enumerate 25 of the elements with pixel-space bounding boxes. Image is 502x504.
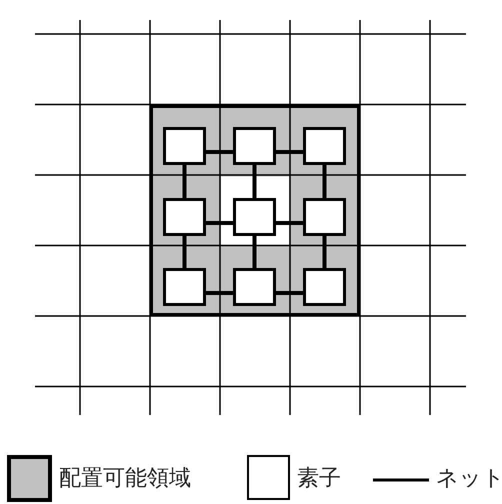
- element-square: [233, 268, 276, 306]
- net-line: [206, 221, 233, 225]
- net-line: [206, 150, 233, 154]
- element-square: [303, 198, 346, 236]
- net-line: [252, 165, 256, 198]
- element-square: [303, 268, 346, 306]
- net-line: [276, 221, 303, 225]
- placement-region: [150, 104, 360, 316]
- net-line: [252, 236, 256, 268]
- net-line: [182, 165, 186, 198]
- net-line: [276, 291, 303, 295]
- net-line: [322, 165, 326, 198]
- net-line: [322, 236, 326, 268]
- legend-label: 配置可能領域: [59, 466, 191, 492]
- net-line: [206, 291, 233, 295]
- element-square: [163, 268, 206, 306]
- legend-label: 素子: [297, 466, 341, 492]
- element-square: [163, 198, 206, 236]
- legend-label: ネット: [436, 466, 502, 492]
- net-line: [276, 150, 303, 154]
- element-square: [163, 127, 206, 165]
- net-line: [182, 236, 186, 268]
- element-square: [233, 127, 276, 165]
- element-square: [303, 127, 346, 165]
- element-square: [233, 198, 276, 236]
